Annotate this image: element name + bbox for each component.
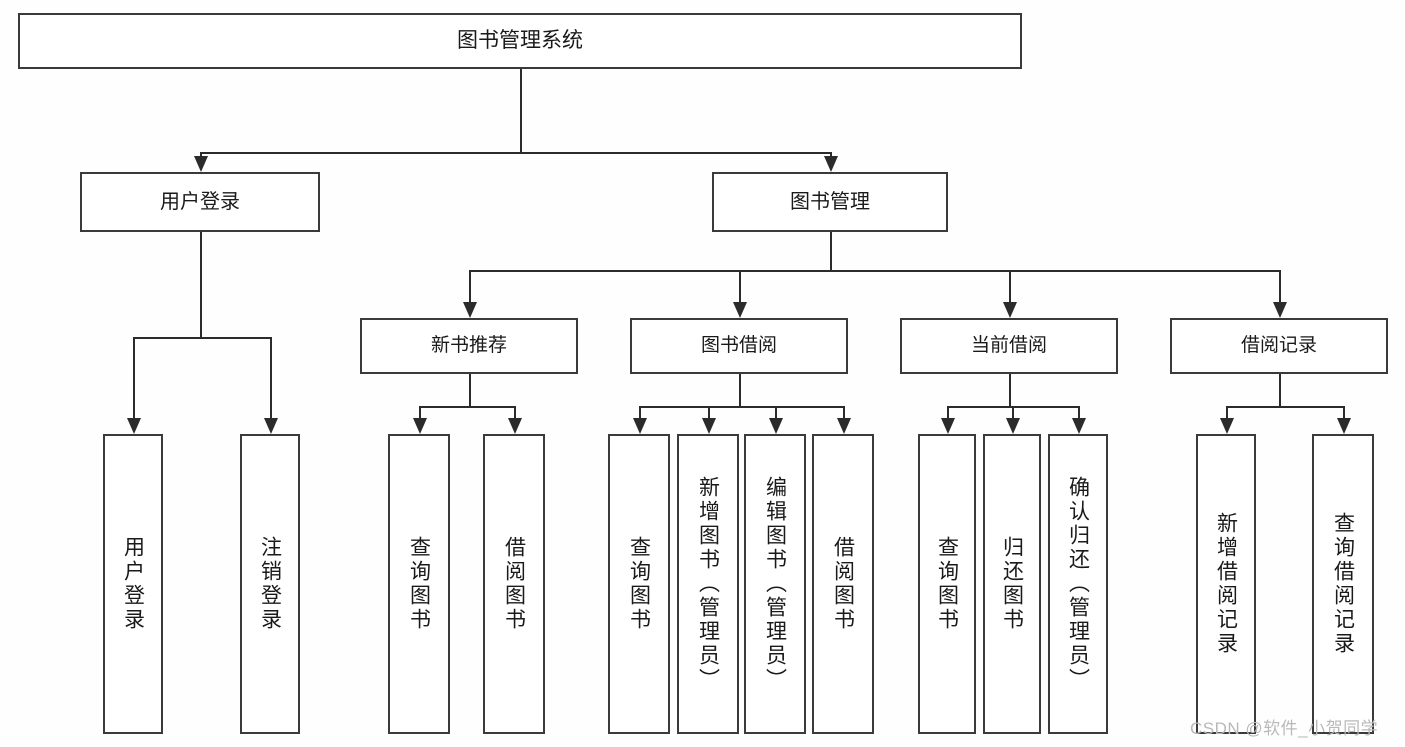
node-label: 新增图书（管理员）	[696, 476, 720, 692]
node-leaf-user-login[interactable]: 用户登录	[103, 434, 163, 734]
connector-book-borrow-bus	[639, 406, 843, 408]
arrowhead-icon	[194, 156, 208, 172]
node-label: 编辑图书（管理员）	[763, 476, 787, 692]
connector-root-stem	[520, 69, 522, 152]
connector-to-leaf-query-book-3	[947, 406, 949, 418]
node-leaf-query-book-3[interactable]: 查询图书	[918, 434, 976, 734]
watermark-label: CSDN @软件_小贺同学	[1190, 719, 1379, 738]
connector-to-leaf-query-book-2	[639, 406, 641, 418]
connector-to-leaf-query-book-1	[419, 406, 421, 418]
connector-to-borrow-record	[1279, 270, 1281, 302]
node-leaf-borrow-book-2[interactable]: 借阅图书	[812, 434, 874, 734]
node-user-login[interactable]: 用户登录	[80, 172, 320, 232]
node-label: 查询图书	[935, 536, 959, 632]
node-leaf-borrow-book-1[interactable]: 借阅图书	[483, 434, 545, 734]
connector-to-current-borrow	[1009, 270, 1011, 302]
connector-to-leaf-confirm-return	[1078, 406, 1080, 418]
node-current-borrow[interactable]: 当前借阅	[900, 318, 1118, 374]
node-book-manage[interactable]: 图书管理	[712, 172, 948, 232]
node-leaf-query-book-1[interactable]: 查询图书	[388, 434, 450, 734]
node-label: 图书管理	[790, 190, 870, 213]
connector-to-leaf-return-book	[1012, 406, 1014, 418]
node-root[interactable]: 图书管理系统	[18, 13, 1022, 69]
connector-borrow-record-stem	[1279, 374, 1281, 406]
connector-bookmanage-stem	[830, 232, 832, 270]
arrowhead-icon	[413, 418, 427, 434]
node-label: 图书管理系统	[457, 29, 583, 53]
node-leaf-confirm-return[interactable]: 确认归还（管理员）	[1048, 434, 1108, 734]
arrowhead-icon	[264, 418, 278, 434]
arrowhead-icon	[769, 418, 783, 434]
connector-bookmanage-bus	[469, 270, 1279, 272]
node-label: 新书推荐	[430, 335, 507, 357]
arrowhead-icon	[508, 418, 522, 434]
node-leaf-query-book-2[interactable]: 查询图书	[608, 434, 670, 734]
node-leaf-add-record[interactable]: 新增借阅记录	[1196, 434, 1256, 734]
node-label: 查询图书	[627, 536, 651, 632]
arrowhead-icon	[733, 302, 747, 318]
connector-new-book-recommend-bus	[419, 406, 514, 408]
arrowhead-icon	[1072, 418, 1086, 434]
node-label: 新增借阅记录	[1214, 512, 1238, 656]
connector-to-leaf-add-book	[708, 406, 710, 418]
node-leaf-user-logout[interactable]: 注销登录	[240, 434, 300, 734]
arrowhead-icon	[1273, 302, 1287, 318]
connector-to-leaf-add-record	[1226, 406, 1228, 418]
node-label: 用户登录	[160, 190, 240, 213]
node-leaf-edit-book[interactable]: 编辑图书（管理员）	[744, 434, 806, 734]
connector-borrow-record-bus	[1226, 406, 1343, 408]
connector-to-leaf-user-login	[133, 337, 135, 418]
node-borrow-record[interactable]: 借阅记录	[1170, 318, 1388, 374]
connector-to-leaf-borrow-book-2	[843, 406, 845, 418]
node-leaf-add-book[interactable]: 新增图书（管理员）	[677, 434, 739, 734]
node-label: 借阅记录	[1240, 335, 1317, 357]
connector-to-book-manage	[830, 152, 832, 156]
node-leaf-query-record[interactable]: 查询借阅记录	[1312, 434, 1374, 734]
connector-root-bus	[200, 152, 830, 154]
node-label: 注销登录	[258, 536, 282, 632]
arrowhead-icon	[463, 302, 477, 318]
node-label: 借阅图书	[502, 536, 526, 632]
arrowhead-icon	[837, 418, 851, 434]
connector-to-leaf-borrow-book-1	[514, 406, 516, 418]
connector-to-leaf-user-logout	[270, 337, 272, 418]
arrowhead-icon	[1220, 418, 1234, 434]
connector-user-login-bus	[133, 337, 270, 339]
arrowhead-icon	[1003, 302, 1017, 318]
node-label: 当前借阅	[970, 335, 1047, 357]
connector-new-book-recommend-stem	[469, 374, 471, 406]
node-new-book-recommend[interactable]: 新书推荐	[360, 318, 578, 374]
arrowhead-icon	[1337, 418, 1351, 434]
connector-to-leaf-edit-book	[775, 406, 777, 418]
node-label: 查询借阅记录	[1331, 512, 1355, 656]
node-label: 确认归还（管理员）	[1066, 476, 1090, 692]
node-label: 归还图书	[1000, 536, 1024, 632]
connector-to-user-login	[200, 152, 202, 156]
connector-to-new-book-recommend	[469, 270, 471, 302]
arrowhead-icon	[824, 156, 838, 172]
connector-current-borrow-stem	[1009, 374, 1011, 406]
node-label: 用户登录	[121, 536, 145, 632]
node-label: 图书借阅	[700, 335, 777, 357]
connector-to-book-borrow	[739, 270, 741, 302]
node-book-borrow[interactable]: 图书借阅	[630, 318, 848, 374]
arrowhead-icon	[1006, 418, 1020, 434]
connector-book-borrow-stem	[739, 374, 741, 406]
connector-user-login-stem	[200, 232, 202, 337]
node-leaf-return-book[interactable]: 归还图书	[983, 434, 1041, 734]
arrowhead-icon	[941, 418, 955, 434]
arrowhead-icon	[702, 418, 716, 434]
node-label: 查询图书	[407, 536, 431, 632]
arrowhead-icon	[633, 418, 647, 434]
connector-to-leaf-query-record	[1343, 406, 1345, 418]
node-label: 借阅图书	[831, 536, 855, 632]
arrowhead-icon	[127, 418, 141, 434]
